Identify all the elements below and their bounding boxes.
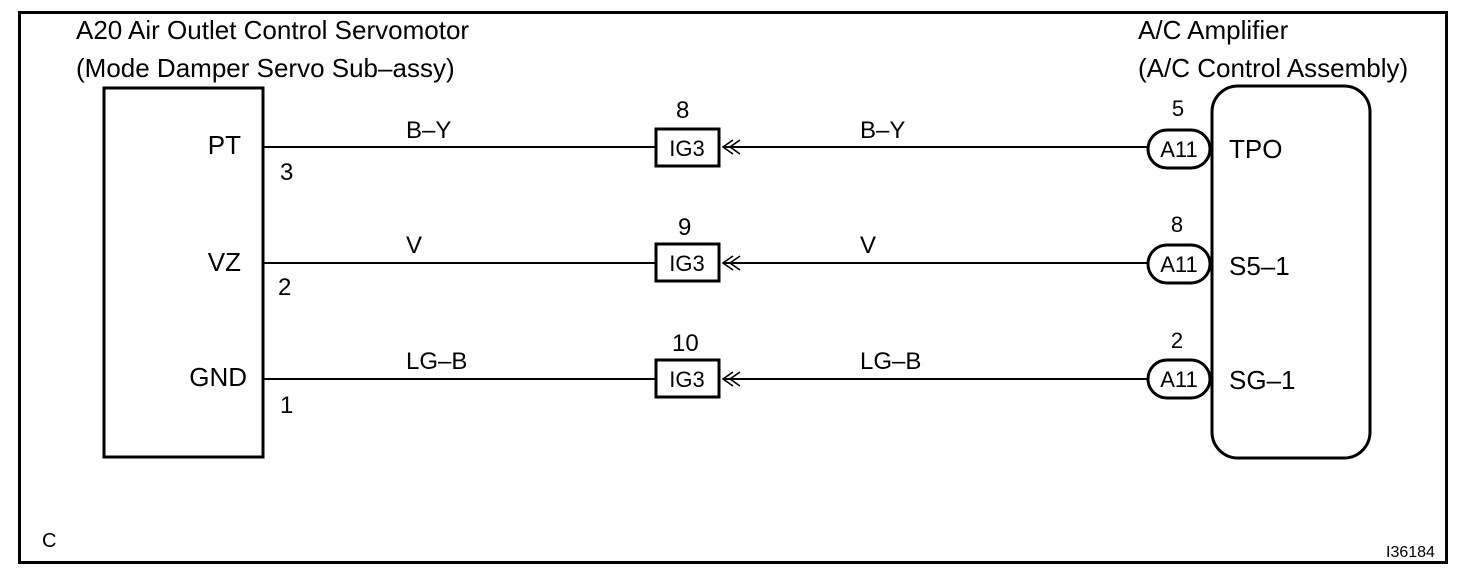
left-pin-number: 2 <box>278 274 291 301</box>
diagram-frame <box>18 11 1448 564</box>
left-component-subtitle: (Mode Damper Servo Sub–assy) <box>76 53 455 83</box>
junction-label: IG3 <box>669 136 704 161</box>
wire-color-left: LG–B <box>406 348 467 375</box>
wire-row-vz: VZ 2 V 9 IG3 V 8 A11 S5–1 <box>208 212 1290 301</box>
junction-connector-box <box>654 242 721 283</box>
corner-label: C <box>42 530 56 552</box>
wire-color-right: B–Y <box>860 117 905 144</box>
connector-a11-oval <box>1146 243 1212 285</box>
servomotor-box <box>102 86 265 459</box>
wire-color-right: V <box>860 232 876 259</box>
left-pin-name: GND <box>189 362 247 392</box>
right-pin-name: TPO <box>1229 134 1282 164</box>
wire-color-left: B–Y <box>406 117 451 144</box>
junction-label: IG3 <box>669 367 704 392</box>
right-pin-name: S5–1 <box>1229 251 1290 281</box>
connector-label: A11 <box>1160 252 1198 277</box>
junction-number: 10 <box>672 330 699 357</box>
left-pin-name: VZ <box>208 247 241 277</box>
wire-row-gnd: GND 1 LG–B 10 IG3 LG–B 2 A11 SG–1 <box>189 328 1295 419</box>
junction-connector-box <box>654 358 721 399</box>
right-pin-name: SG–1 <box>1229 365 1296 395</box>
connector-a11-oval <box>1146 358 1212 400</box>
connector-a11-oval <box>1146 128 1212 170</box>
left-pin-name: PT <box>208 130 241 160</box>
wire-row-pt: PT 3 B–Y 8 IG3 B–Y 5 A11 TPO <box>208 96 1283 186</box>
wire-color-left: V <box>406 232 422 259</box>
junction-number: 8 <box>676 97 689 124</box>
right-pin-number: 8 <box>1171 212 1183 237</box>
left-component-title: A20 Air Outlet Control Servomotor <box>76 15 469 45</box>
left-pin-number: 1 <box>280 392 293 419</box>
left-pin-number: 3 <box>280 159 293 186</box>
connector-label: A11 <box>1160 367 1198 392</box>
junction-connector-box <box>654 127 721 168</box>
right-pin-number: 2 <box>1171 328 1183 353</box>
right-component-title: A/C Amplifier <box>1138 15 1289 45</box>
amplifier-box <box>1210 84 1372 460</box>
junction-label: IG3 <box>669 251 704 276</box>
wire-color-right: LG–B <box>860 348 921 375</box>
right-component-subtitle: (A/C Control Assembly) <box>1138 53 1408 83</box>
figure-id: I36184 <box>1386 544 1435 561</box>
right-pin-number: 5 <box>1172 96 1184 121</box>
junction-number: 9 <box>678 214 691 241</box>
connector-label: A11 <box>1160 137 1198 162</box>
